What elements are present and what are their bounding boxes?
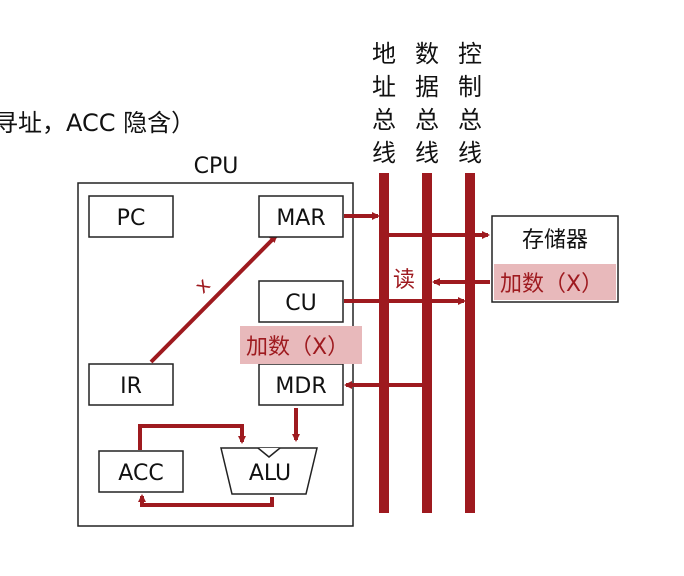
cu-instruction-text: 加数（X） <box>246 335 349 360</box>
cu-instruction-tag: 加数（X） <box>240 326 362 364</box>
control-bus-char: 控 <box>458 40 482 68</box>
mdr-register: MDR <box>258 363 344 406</box>
ir-label: IR <box>120 374 142 399</box>
cpu-label: CPU <box>194 154 239 179</box>
control-bus-char: 线 <box>458 139 482 167</box>
alu-unit: ALU <box>220 447 318 495</box>
alu-label: ALU <box>249 461 291 486</box>
memory-instruction-text: 加数（X） <box>500 272 603 297</box>
control-bus-char: 制 <box>458 73 482 101</box>
address-bus-label: 地 址 总 线 <box>372 40 396 167</box>
address-bus-char: 总 <box>372 106 396 134</box>
heading-fragment: 寻址，ACC 隐含） <box>0 109 195 137</box>
data-bus-char: 总 <box>415 106 439 134</box>
address-bus-char: 线 <box>372 139 396 167</box>
mar-label: MAR <box>276 206 325 231</box>
cu-label: CU <box>285 291 316 316</box>
cu-register: CU <box>258 280 344 323</box>
control-bus-label: 控 制 总 线 <box>458 40 482 167</box>
data-bus-label: 数 据 总 线 <box>415 40 439 167</box>
acc-to-alu-arrow <box>138 424 246 450</box>
address-bus-char: 地 <box>372 40 396 68</box>
alu-to-acc-arrow <box>138 494 274 507</box>
data-bus-char: 数 <box>415 40 439 68</box>
ir-to-mar-arrow <box>149 234 278 364</box>
mdr-label: MDR <box>275 374 326 399</box>
data-bus-char: 据 <box>415 73 439 101</box>
ir-to-mar-label: x <box>190 273 215 298</box>
mar-register: MAR <box>258 195 344 238</box>
memory-unit: 存储器 加数（X） <box>491 215 619 303</box>
control-bus-char: 总 <box>458 106 482 134</box>
data-bus <box>422 173 432 513</box>
ir-register: IR <box>88 363 174 406</box>
data-bus-char: 线 <box>415 139 439 167</box>
acc-register: ACC <box>98 450 184 493</box>
address-bus <box>379 173 389 513</box>
pc-register: PC <box>88 195 174 238</box>
pc-label: PC <box>117 206 146 231</box>
control-bus <box>465 173 475 513</box>
read-signal-label: 读 <box>393 268 415 293</box>
acc-label: ACC <box>118 461 163 486</box>
memory-label: 存储器 <box>522 228 588 253</box>
address-bus-char: 址 <box>372 73 396 101</box>
